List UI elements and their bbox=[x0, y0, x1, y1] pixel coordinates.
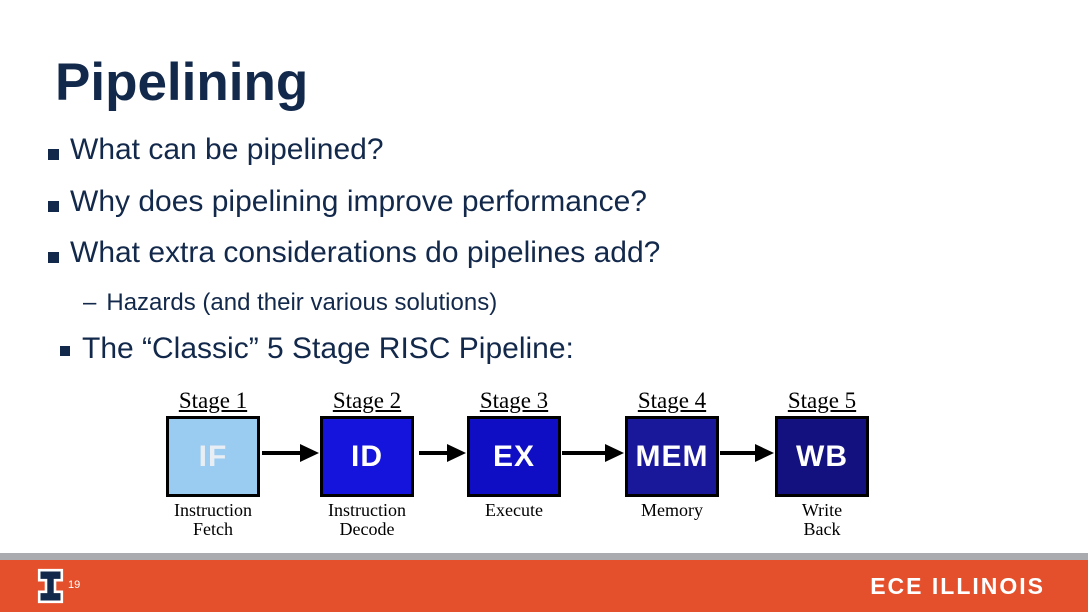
bullet-item: What can be pipelined? bbox=[48, 133, 384, 167]
bullet-item: What extra considerations do pipelines a… bbox=[48, 236, 660, 270]
bullet-square-icon bbox=[48, 252, 59, 263]
stage-column-wb: Stage 5 WB Write Back bbox=[775, 388, 869, 539]
bullet-text: What extra considerations do pipelines a… bbox=[70, 236, 661, 269]
stage-box-mem: MEM bbox=[625, 416, 719, 497]
stage-label: Stage 3 bbox=[479, 388, 549, 413]
bullet-square-icon bbox=[48, 201, 59, 212]
bullet-square-icon bbox=[48, 149, 59, 160]
bullet-text: Hazards (and their various solutions) bbox=[106, 289, 498, 316]
bullet-dash-marker: – bbox=[83, 289, 97, 316]
stage-abbr: ID bbox=[351, 439, 383, 473]
sub-bullet-item: – Hazards (and their various solutions) bbox=[83, 289, 497, 317]
arrow-icon bbox=[562, 444, 624, 462]
stage-caption: Execute bbox=[485, 500, 543, 520]
stage-label: Stage 2 bbox=[332, 388, 402, 413]
bullet-square-icon bbox=[60, 346, 70, 356]
stage-abbr: EX bbox=[492, 439, 536, 473]
stage-column-mem: Stage 4 MEM Memory bbox=[625, 388, 719, 520]
brand-text: ECE ILLINOIS bbox=[870, 572, 1045, 599]
page-number: 19 bbox=[68, 579, 81, 591]
stage-label: Stage 1 bbox=[178, 388, 248, 413]
footer-gray-divider bbox=[0, 553, 1088, 560]
bullet-item: Why does pipelining improve performance? bbox=[48, 185, 647, 219]
bullet-text: The “Classic” 5 Stage RISC Pipeline: bbox=[82, 332, 574, 365]
stage-label: Stage 4 bbox=[637, 388, 707, 413]
stage-box-ex: EX bbox=[467, 416, 561, 497]
stage-column-if: Stage 1 IF Instruction Fetch bbox=[166, 388, 260, 539]
stage-column-id: Stage 2 ID Instruction Decode bbox=[320, 388, 414, 539]
stage-column-ex: Stage 3 EX Execute bbox=[467, 388, 561, 520]
arrow-icon bbox=[419, 444, 466, 462]
arrow-icon bbox=[262, 444, 319, 462]
stage-label: Stage 5 bbox=[787, 388, 857, 413]
stage-caption: Write Back bbox=[801, 500, 843, 539]
footer-bar: 19 ECE ILLINOIS bbox=[0, 560, 1088, 612]
stage-caption: Memory bbox=[641, 500, 703, 520]
arrow-icon bbox=[720, 444, 774, 462]
stage-box-if: IF bbox=[166, 416, 260, 497]
bullet-item: The “Classic” 5 Stage RISC Pipeline: bbox=[60, 332, 574, 366]
stage-box-id: ID bbox=[320, 416, 414, 497]
block-i-logo bbox=[37, 568, 64, 604]
stage-caption: Instruction Fetch bbox=[174, 500, 252, 539]
bullet-text: Why does pipelining improve performance? bbox=[70, 185, 647, 218]
stage-abbr: IF bbox=[198, 439, 228, 473]
stage-caption: Instruction Decode bbox=[328, 500, 406, 539]
stage-box-wb: WB bbox=[775, 416, 869, 497]
stage-abbr: WB bbox=[796, 439, 848, 473]
slide-title: Pipelining bbox=[55, 53, 309, 112]
bullet-text: What can be pipelined? bbox=[70, 133, 384, 166]
stage-abbr: MEM bbox=[635, 439, 709, 473]
